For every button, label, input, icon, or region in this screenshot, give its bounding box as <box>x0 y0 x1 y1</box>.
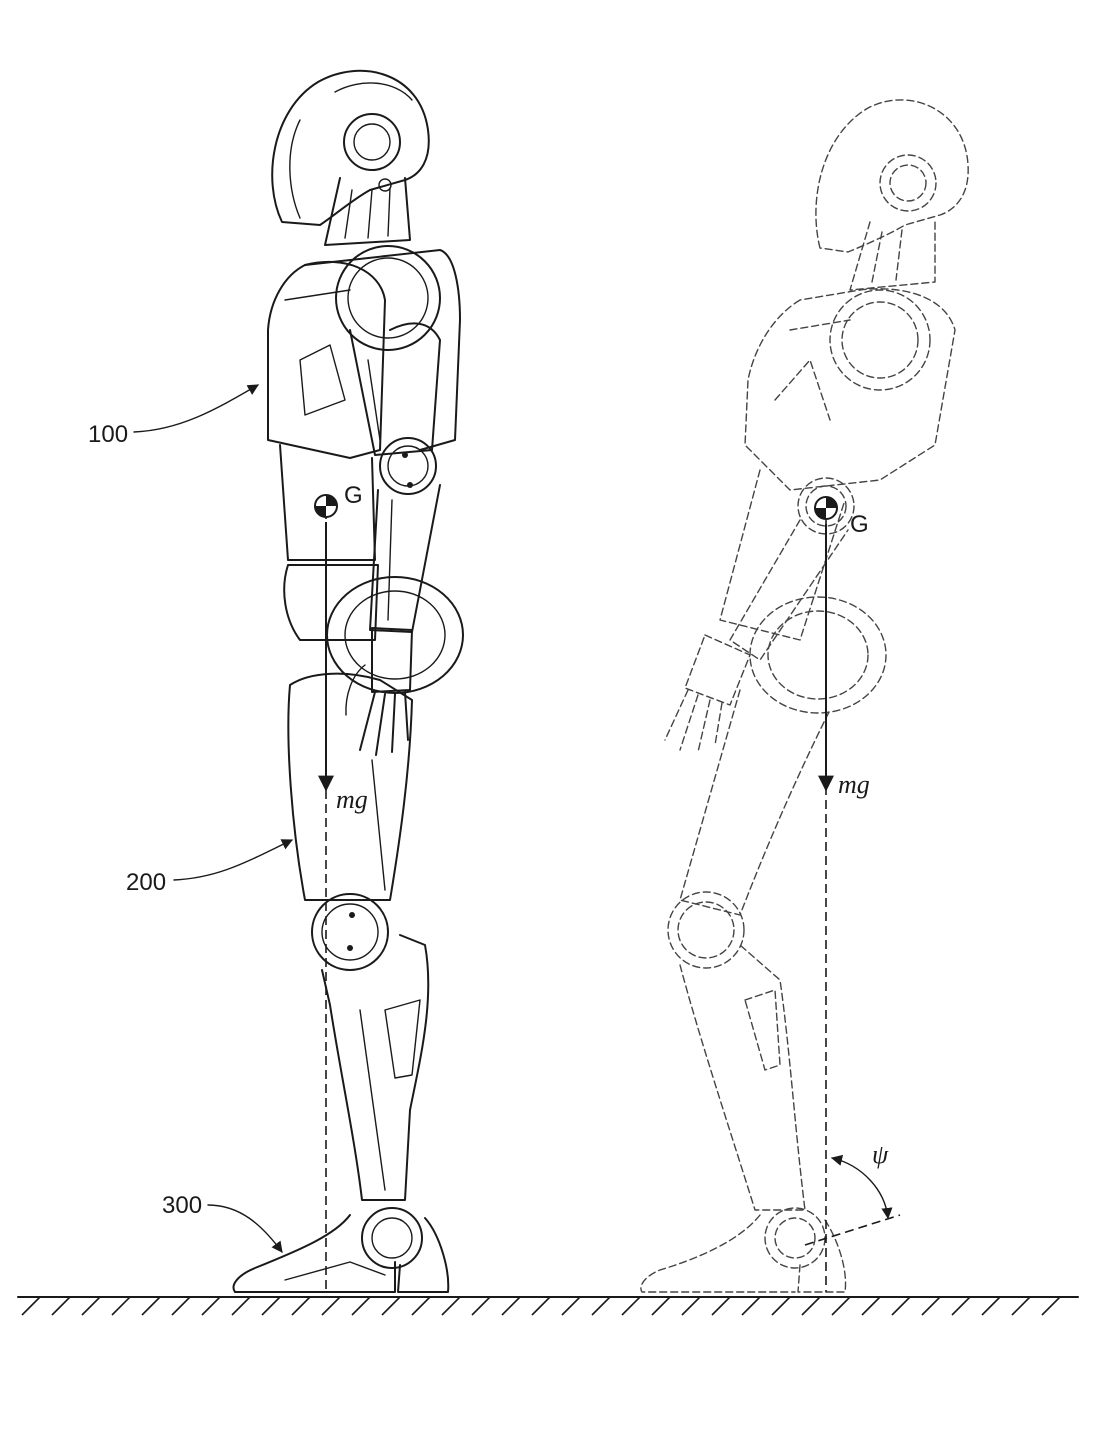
ground-hatch-mark <box>831 1296 851 1316</box>
ground-hatch-mark <box>951 1296 971 1316</box>
robot-upright <box>232 69 464 1293</box>
robot-upright-forearm <box>369 484 441 633</box>
ground-hatch-mark <box>81 1296 101 1316</box>
ground-hatch-mark <box>141 1296 161 1316</box>
robot-tilted-hip <box>749 596 887 714</box>
robot-upright-thigh <box>287 672 413 901</box>
robot-upright-upper-arm <box>349 322 441 456</box>
robot-upright-knee <box>311 893 389 971</box>
ground-hatch-mark <box>561 1296 581 1316</box>
robot-tilted-shoulder <box>829 289 931 391</box>
ground-hatch-mark <box>351 1296 371 1316</box>
right-force-label: mg <box>838 770 870 799</box>
robot-tilted-hand <box>664 634 751 753</box>
robot-upright-neck <box>324 177 411 246</box>
robot-tilted-head <box>815 99 969 253</box>
left-force-label: mg <box>336 785 368 814</box>
ground-hatch-mark <box>921 1296 941 1316</box>
angle-label: ψ <box>872 1140 889 1169</box>
ground-hatch-mark <box>171 1296 191 1316</box>
robot-tilted-torso <box>719 288 956 641</box>
ref-label-300: 300 <box>162 1192 202 1219</box>
ground-hatch-mark <box>651 1296 671 1316</box>
ground-hatch-mark <box>21 1296 41 1316</box>
ground-hatch-mark <box>741 1296 761 1316</box>
robot-tilted-forearm <box>729 519 849 661</box>
robot-upright-foot <box>232 1214 450 1293</box>
robot-upright-head <box>271 69 430 226</box>
tilt-angle-indicator <box>804 1154 901 1246</box>
ground-hatch-mark <box>111 1296 131 1316</box>
robot-tilted <box>640 99 969 1293</box>
ground-hatch-mark <box>411 1296 431 1316</box>
robot-upright-elbow <box>379 437 437 495</box>
robot-tilted-foot <box>640 1214 847 1293</box>
ground-hatch-mark <box>51 1296 71 1316</box>
ground-hatch-mark <box>591 1296 611 1316</box>
ground-hatch-mark <box>501 1296 521 1316</box>
robot-tilted-knee <box>667 891 745 969</box>
ground-hatch-mark <box>681 1296 701 1316</box>
leader-300 <box>207 1204 283 1253</box>
robot-upright-shin <box>321 934 430 1201</box>
ground-hatch-mark <box>261 1296 281 1316</box>
robot-upright-shoulder <box>335 245 441 351</box>
ground-hatch-mark <box>291 1296 311 1316</box>
ground-hatch-mark <box>531 1296 551 1316</box>
ground-hatch-mark <box>891 1296 911 1316</box>
robot-tilted-neck <box>849 219 936 291</box>
ground-hatch-mark <box>471 1296 491 1316</box>
robot-upright-hip <box>326 576 464 694</box>
ground-hatch-mark <box>201 1296 221 1316</box>
ground-line <box>17 1296 1079 1316</box>
ground-hatch-mark <box>441 1296 461 1316</box>
ground-hatch-mark <box>1011 1296 1031 1316</box>
left-com-symbol <box>314 494 338 518</box>
right-com-label: G <box>850 511 869 538</box>
ground-hatch-mark <box>801 1296 821 1316</box>
ground-hatch-mark <box>861 1296 881 1316</box>
ref-label-200: 200 <box>126 869 166 896</box>
robot-upright-ankle <box>361 1207 423 1269</box>
robot-upright-hand <box>345 627 413 756</box>
right-com-symbol <box>814 496 838 520</box>
ground-hatch-mark <box>321 1296 341 1316</box>
ground-hatch-mark <box>1041 1296 1061 1316</box>
leader-100 <box>133 384 259 433</box>
ref-label-100: 100 <box>88 421 128 448</box>
robot-tilted-thigh <box>679 689 831 916</box>
ground-hatch-mark <box>981 1296 1001 1316</box>
left-com-label: G <box>344 482 363 509</box>
leader-200 <box>173 839 294 881</box>
ground-hatch-mark <box>771 1296 791 1316</box>
robot-tilted-ankle <box>764 1207 826 1269</box>
robot-tilted-shin <box>679 944 806 1211</box>
ground-hatch-mark <box>231 1296 251 1316</box>
ground-hatch-mark <box>711 1296 731 1316</box>
ground-hatch-mark <box>381 1296 401 1316</box>
robot-upright-torso <box>267 249 461 641</box>
ground-hatch-mark <box>621 1296 641 1316</box>
